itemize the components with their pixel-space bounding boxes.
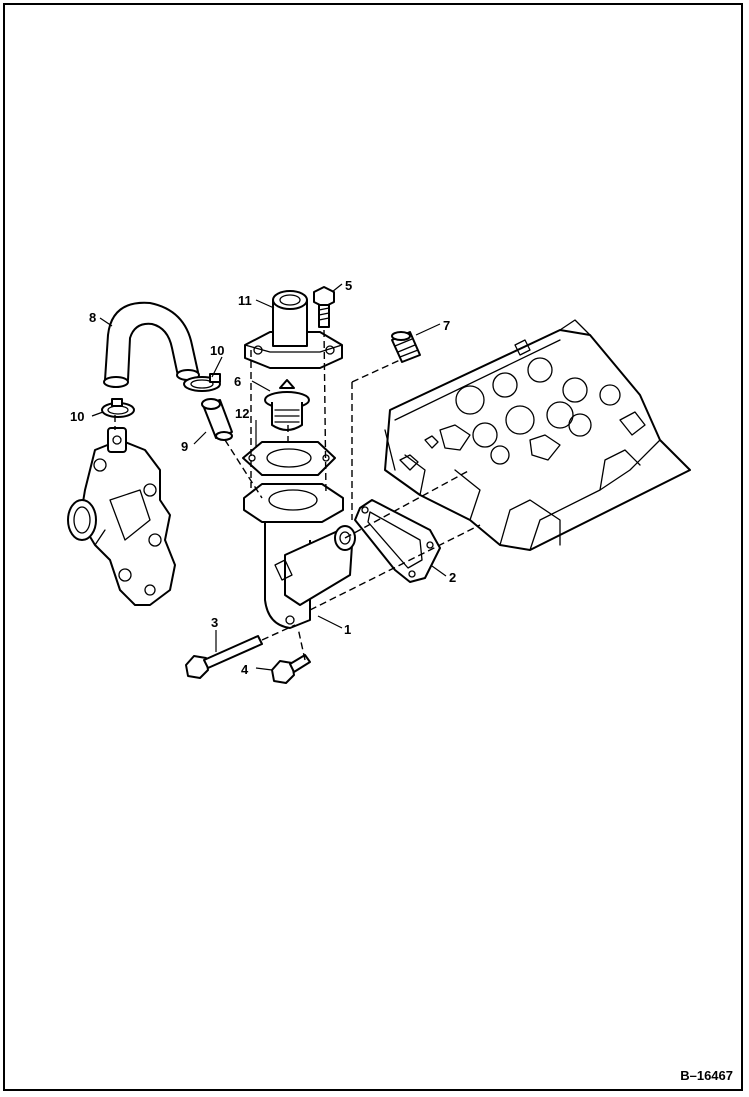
thermostat bbox=[264, 379, 310, 431]
housing-gasket bbox=[354, 499, 441, 583]
callout-2: 2 bbox=[449, 570, 456, 585]
callout-6: 6 bbox=[234, 374, 241, 389]
callout-5: 5 bbox=[345, 278, 352, 293]
figure-reference-number: B–16467 bbox=[680, 1068, 733, 1083]
callout-8: 8 bbox=[89, 310, 96, 325]
assembly-lines bbox=[114, 329, 481, 661]
callout-1: 1 bbox=[344, 622, 351, 637]
hose-clamp-lower bbox=[101, 398, 135, 418]
callout-10-upper: 10 bbox=[210, 343, 224, 358]
thermostat-gasket bbox=[242, 441, 336, 476]
thermostat-cover bbox=[244, 290, 343, 369]
callout-11: 11 bbox=[238, 293, 252, 308]
callout-labels: 8 10 10 9 11 5 6 12 7 2 1 3 4 bbox=[70, 278, 456, 677]
callout-7: 7 bbox=[443, 318, 450, 333]
callout-3: 3 bbox=[211, 615, 218, 630]
cylinder-head-illustration bbox=[384, 319, 691, 551]
callout-12: 12 bbox=[235, 406, 249, 421]
thermostat-housing bbox=[243, 483, 356, 629]
callout-4: 4 bbox=[241, 662, 249, 677]
water-pipe bbox=[201, 398, 233, 441]
hose-clamp-upper bbox=[183, 373, 221, 392]
callout-10-lower: 10 bbox=[70, 409, 84, 424]
bypass-hose bbox=[103, 301, 200, 388]
long-bolt bbox=[185, 635, 263, 679]
page-border bbox=[3, 3, 743, 1091]
water-pump-illustration bbox=[67, 427, 176, 606]
callout-9: 9 bbox=[181, 439, 188, 454]
cover-bolt bbox=[313, 286, 335, 328]
leader-lines bbox=[91, 283, 447, 671]
threaded-plug bbox=[391, 331, 421, 363]
